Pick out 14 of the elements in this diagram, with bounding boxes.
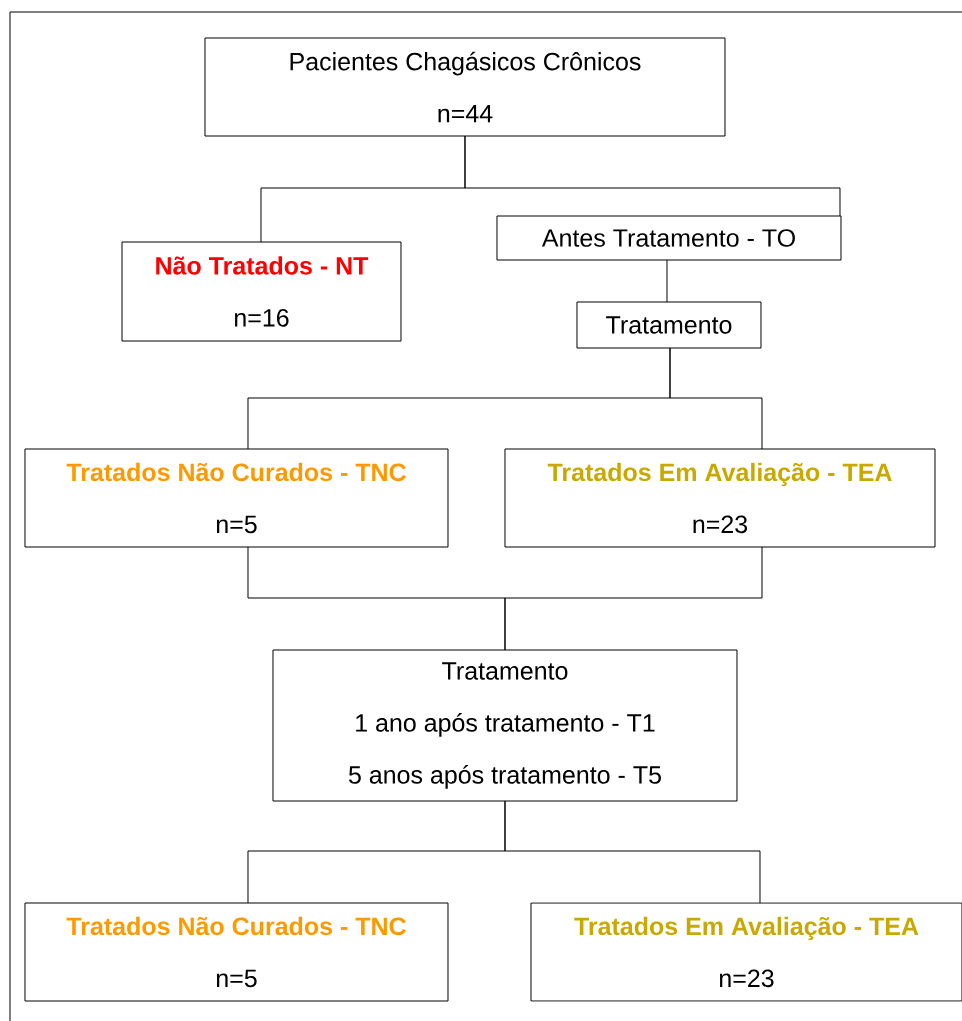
box: Não Tratados - NT n=16	[121, 241, 402, 342]
box: Pacientes Chagásicos Crônicos n=44	[204, 37, 726, 137]
box: Tratamento 1 ano após tratamento - T1 5 anos após tratamento - T5	[272, 649, 738, 802]
connector	[504, 546, 763, 651]
box: Tratamento	[576, 301, 762, 349]
box: Antes Tratamento - TO	[496, 215, 842, 261]
connector	[504, 800, 761, 904]
box: Tratados Não Curados - TNC n=5	[24, 902, 449, 1002]
connector	[669, 347, 763, 450]
box: Tratados Não Curados - TNC n=5	[24, 448, 449, 548]
connector	[464, 135, 841, 217]
box: Tratados Em Avaliação - TEA n=23	[504, 448, 936, 548]
box: Tratados Em Avaliação - TEA n=23	[530, 902, 962, 1002]
connector	[666, 259, 668, 303]
